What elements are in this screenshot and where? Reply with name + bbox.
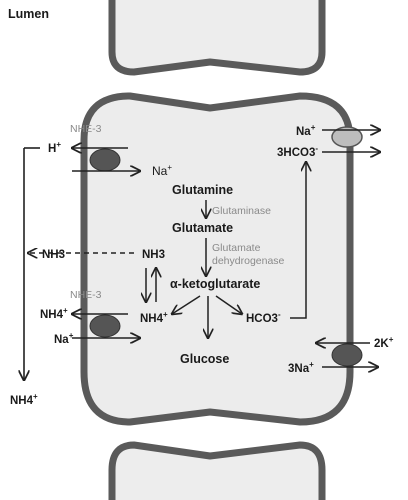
hco3-cell-label: HCO3- xyxy=(246,310,281,325)
nhe3-top-transporter xyxy=(89,148,121,172)
na-hco3-cotransporter xyxy=(331,126,363,148)
bottom-neighbor-cell xyxy=(108,441,326,500)
hco3-baso-label: 3HCO3- xyxy=(277,144,318,159)
na-k-atpase xyxy=(331,343,363,367)
na-plus-bottom-label: Na+ xyxy=(54,331,74,346)
alpha-kg-label: α-ketoglutarate xyxy=(170,277,260,291)
nhe3-bottom-transporter xyxy=(89,314,121,338)
gdh-label-line2: dehydrogenase xyxy=(212,255,285,267)
top-neighbor-cell xyxy=(108,0,326,76)
glutaminase-label: Glutaminase xyxy=(212,205,271,217)
akg-to-hco3-arrow xyxy=(215,295,242,314)
gdh-label-line1: Glutamate xyxy=(212,242,261,254)
na-plus-top-label: Na+ xyxy=(152,163,172,178)
na-plus-pump-label: 3Na+ xyxy=(288,360,314,375)
nh4-urine-label: NH4+ xyxy=(10,392,38,407)
h-plus-label: H+ xyxy=(48,140,61,155)
lumen-label: Lumen xyxy=(8,7,49,21)
nh3-lumen-label: NH3 xyxy=(42,249,65,261)
glutamate-label: Glutamate xyxy=(172,221,233,235)
nh4-cell-label: NH4+ xyxy=(140,310,168,325)
na-plus-baso-label: Na+ xyxy=(296,123,316,138)
glutamine-label: Glutamine xyxy=(172,183,233,197)
k-plus-label: 2K+ xyxy=(374,335,394,350)
nhe3-top-label: NHE-3 xyxy=(70,123,102,135)
akg-to-nh4-arrow xyxy=(172,295,201,314)
nh3-cell-label: NH3 xyxy=(142,249,165,261)
main-cell xyxy=(80,92,354,426)
nh4-lumen-label: NH4+ xyxy=(40,306,68,321)
glucose-label: Glucose xyxy=(180,352,229,366)
hco3-transport-path xyxy=(290,162,306,319)
nhe3-bottom-label: NHE-3 xyxy=(70,289,102,301)
